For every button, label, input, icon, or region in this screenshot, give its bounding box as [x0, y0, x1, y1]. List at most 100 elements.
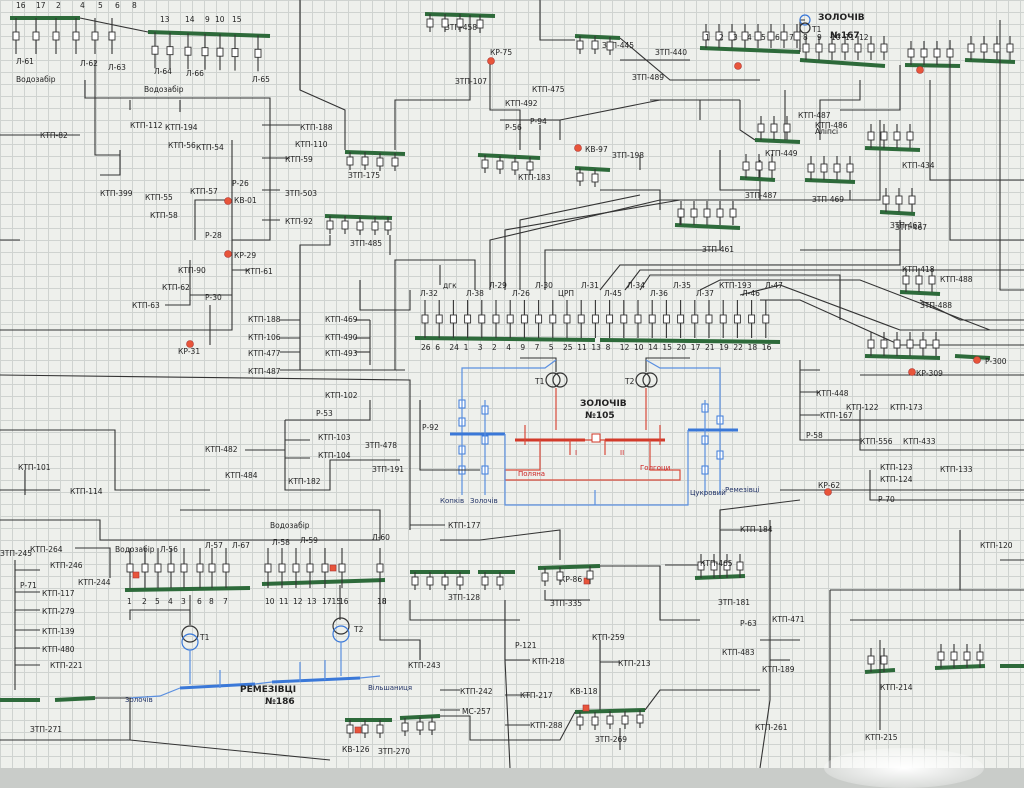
- breaker: [421, 314, 429, 324]
- breaker: [506, 314, 514, 324]
- feeder-golgotsy: Голгоци: [640, 464, 670, 472]
- node-label: КТП-54: [196, 143, 224, 152]
- breaker: [511, 161, 519, 171]
- breaker: [705, 314, 713, 324]
- node-label: КТП-556: [860, 437, 893, 446]
- cell-number: 2: [719, 33, 724, 42]
- breaker: [180, 563, 188, 573]
- breaker: [264, 563, 272, 573]
- breaker: [371, 221, 379, 231]
- node-label: КТП-480: [42, 645, 75, 654]
- cell-number: 15: [232, 15, 242, 24]
- node-label: ЗТП-440: [655, 48, 687, 57]
- breaker: [346, 724, 354, 734]
- node-label: КВ-126: [342, 745, 370, 754]
- node-label: ЗТП-487: [745, 191, 777, 200]
- breaker: [441, 18, 449, 28]
- substation-title: РЕМЕЗІВЦІ: [240, 685, 296, 695]
- substation-title: ЗОЛОЧІВ: [818, 13, 865, 23]
- breaker: [677, 208, 685, 218]
- breaker: [919, 339, 927, 349]
- breaker: [880, 131, 888, 141]
- node-label: КТП-114: [70, 487, 103, 496]
- breaker: [481, 159, 489, 169]
- node-label: КВ-01: [234, 196, 257, 205]
- breaker: [411, 576, 419, 586]
- node-label: ЗТП-107: [455, 77, 487, 86]
- node-label: КТП-112: [130, 121, 163, 130]
- cell-number: 22: [733, 343, 743, 352]
- node-label: КТП-57: [190, 187, 218, 196]
- cell-number: 10: [215, 15, 225, 24]
- cell-number: 11: [577, 343, 587, 352]
- cell-number: 12: [859, 33, 869, 42]
- breaker: [32, 31, 40, 41]
- node-label: КТП-188: [300, 123, 333, 132]
- node-label: КТП-101: [18, 463, 51, 472]
- feeder-label: Л-64: [154, 67, 172, 76]
- breaker: [108, 31, 116, 41]
- node-label: КТП-63: [132, 301, 160, 310]
- node-label: КТП-102: [325, 391, 358, 400]
- node-label: КТП-288: [530, 721, 563, 730]
- breaker: [254, 48, 262, 58]
- breaker: [719, 314, 727, 324]
- bus-segment: [147, 30, 271, 38]
- node-label: ЗТП-181: [718, 598, 750, 607]
- feeder-label: Л-30: [535, 281, 553, 290]
- feeder-tsukrovyi: Цукровий: [690, 489, 726, 497]
- node-label: ЗТП-485: [350, 239, 382, 248]
- feeder-remezivtsi: Ремезівці: [725, 486, 760, 494]
- breaker: [691, 314, 699, 324]
- breaker: [346, 156, 354, 166]
- cell-number: 2: [56, 1, 61, 10]
- breaker: [677, 314, 685, 324]
- breaker: [496, 576, 504, 586]
- cell-number: 13: [591, 343, 601, 352]
- cell-number: 13: [160, 15, 170, 24]
- cell-number: 5: [155, 597, 160, 606]
- breaker: [715, 31, 723, 41]
- breaker: [586, 570, 594, 580]
- feeder-label: Л-66: [186, 69, 204, 78]
- feeder-label: Л-45: [604, 289, 622, 298]
- node-label: КТП-189: [762, 665, 795, 674]
- cell-number: 6: [115, 1, 120, 10]
- cell-number: 4: [747, 33, 752, 42]
- breaker: [820, 163, 828, 173]
- breaker: [755, 161, 763, 171]
- substation-title: ЗОЛОЧІВ: [580, 399, 627, 409]
- breaker: [754, 31, 762, 41]
- breaker: [757, 123, 765, 133]
- cell-number: 26: [421, 343, 431, 352]
- feeder-vilshanytsia: Вільшаниця: [368, 684, 412, 692]
- cell-number: 11: [845, 33, 855, 42]
- breaker: [576, 172, 584, 182]
- feeder-label: Л-65: [252, 75, 270, 84]
- feeder-label: КТП-193: [719, 281, 752, 290]
- cell-number: 4: [168, 597, 173, 606]
- light-glare: [824, 748, 984, 788]
- node-label: КТП-188: [248, 315, 281, 324]
- node-label: КТП-433: [903, 437, 936, 446]
- breaker: [154, 563, 162, 573]
- breaker: [867, 655, 875, 665]
- node-label: ЗТП-271: [30, 725, 62, 734]
- top-middle-network: [186, 0, 760, 348]
- breaker: [867, 43, 875, 53]
- transformer-t2-label: Т2: [624, 377, 635, 386]
- node-label: КТП-215: [865, 733, 898, 742]
- breaker: [606, 41, 614, 51]
- breaker: [741, 31, 749, 41]
- bus-section-1: [124, 586, 251, 592]
- breaker: [401, 722, 409, 732]
- breaker: [606, 314, 614, 324]
- node-label: КТП-475: [532, 85, 565, 94]
- node-label: КТП-493: [325, 349, 358, 358]
- feeder-label: Л-58: [272, 538, 290, 547]
- feeder-bundle: [359, 120, 1024, 370]
- breaker: [880, 339, 888, 349]
- node-label: ЗТП-458: [445, 23, 477, 32]
- breaker: [201, 47, 209, 57]
